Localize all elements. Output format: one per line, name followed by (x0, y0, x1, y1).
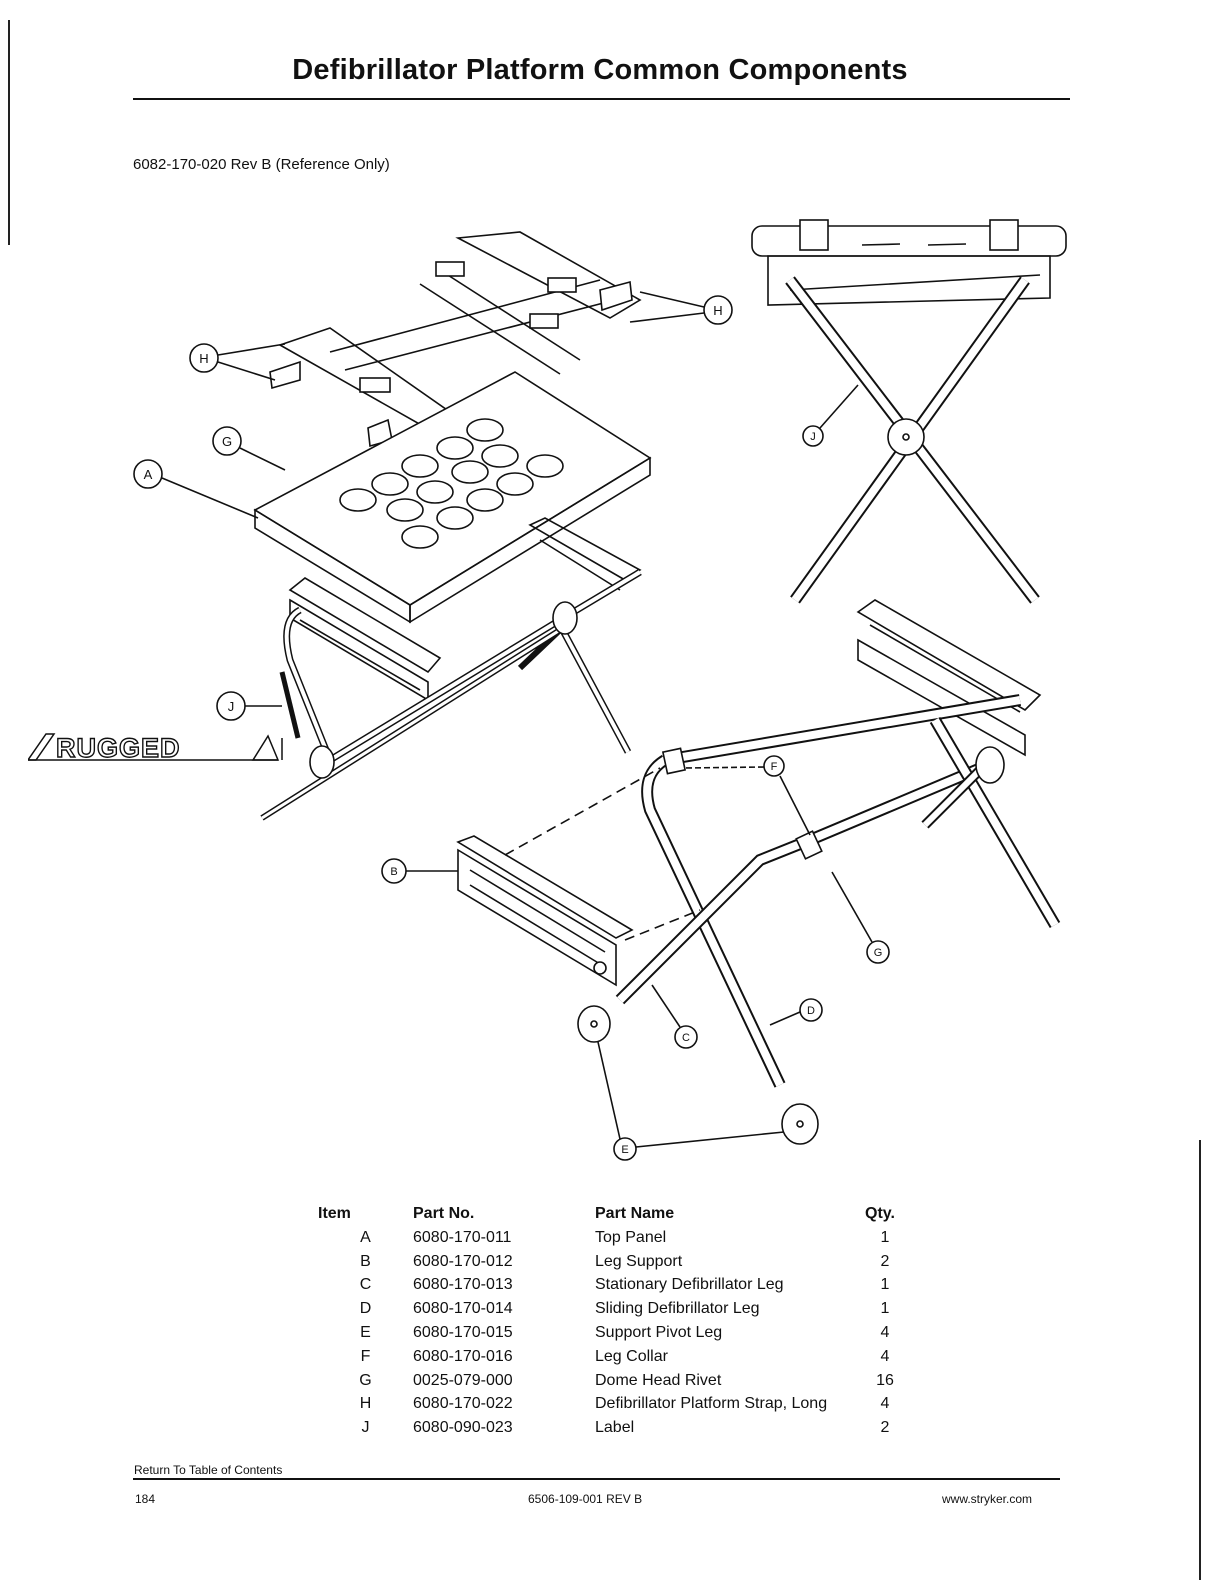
cell-item: J (361, 1419, 370, 1437)
cell-qty: 16 (876, 1371, 894, 1389)
parts-table: Item Part No. Part Name Qty. A 6080-170-… (318, 1202, 905, 1440)
reference-note: 6082-170-020 Rev B (Reference Only) (133, 156, 390, 173)
rugged-label-logo: RUGGED (26, 732, 286, 764)
cell-part-name: Leg Support (595, 1252, 683, 1270)
callout-J-label: J (810, 431, 816, 443)
cell-qty: 1 (880, 1276, 890, 1294)
callout-G-lower: G (831, 871, 890, 964)
header-part-name: Part Name (595, 1205, 675, 1222)
callout-G-upper: G (212, 426, 286, 471)
callout-D: D (769, 998, 823, 1026)
callout-A-label: A (144, 467, 153, 482)
cell-part-name: Sliding Defibrillator Leg (595, 1300, 760, 1318)
callout-H-label: H (713, 303, 722, 318)
table-row: D 6080-170-014 Sliding Defibrillator Leg… (318, 1297, 905, 1321)
callout-E-label: E (621, 1144, 628, 1156)
cell-part-no: 0025-079-000 (413, 1371, 513, 1389)
scan-edge-right (1199, 1140, 1201, 1580)
callout-B-label: B (390, 866, 397, 878)
cell-qty: 2 (880, 1252, 890, 1270)
cell-part-no: 6080-170-012 (413, 1252, 513, 1270)
logo-text: RUGGED (56, 733, 181, 762)
table-row: J 6080-090-023 Label 2 (318, 1416, 905, 1440)
cell-part-no: 6080-170-016 (413, 1347, 513, 1365)
main-leg-frame-drawing (456, 599, 1061, 1145)
table-row: H 6080-170-022 Defibrillator Platform St… (318, 1393, 905, 1417)
callout-F: F (683, 755, 811, 836)
cell-part-no: 6080-170-014 (413, 1300, 513, 1318)
cell-qty: 4 (880, 1347, 890, 1365)
cell-qty: 4 (880, 1324, 890, 1342)
cell-part-no: 6080-170-022 (413, 1395, 513, 1413)
cell-part-name: Defibrillator Platform Strap, Long (595, 1395, 828, 1413)
callout-B: B (381, 858, 458, 884)
callout-A: A (133, 459, 259, 519)
callout-H-label-2: H (199, 351, 208, 366)
parts-table-header: Item Part No. Part Name Qty. (318, 1202, 905, 1226)
cell-part-no: 6080-170-011 (413, 1228, 512, 1246)
website-link[interactable]: www.stryker.com (942, 1492, 1033, 1506)
callout-H-upper: H (629, 291, 733, 325)
left-leg-assembly-drawing (260, 517, 642, 821)
cell-part-name: Dome Head Rivet (595, 1371, 722, 1389)
cell-part-name: Support Pivot Leg (595, 1324, 723, 1342)
callout-J-label-2: J (228, 699, 235, 714)
table-row: E 6080-170-015 Support Pivot Leg 4 (318, 1321, 905, 1345)
scan-edge-left (8, 20, 10, 245)
callout-C-label: C (682, 1032, 690, 1044)
table-row: C 6080-170-013 Stationary Defibrillator … (318, 1274, 905, 1298)
title-divider (133, 98, 1070, 100)
top-panel-drawing (253, 371, 652, 624)
cell-part-name: Label (595, 1419, 635, 1437)
cell-item: C (359, 1276, 372, 1294)
page-title: Defibrillator Platform Common Components (292, 54, 908, 86)
return-to-toc-link[interactable]: Return To Table of Contents (134, 1463, 283, 1477)
header-part-no: Part No. (413, 1205, 475, 1222)
cell-part-name: Leg Collar (595, 1347, 668, 1365)
cell-part-no: 6080-090-023 (413, 1419, 513, 1437)
header-qty: Qty. (865, 1205, 895, 1222)
table-row: G 0025-079-000 Dome Head Rivet 16 (318, 1369, 905, 1393)
callout-G-label-2: G (874, 947, 883, 959)
cell-item: D (359, 1300, 372, 1318)
document-number: 6506-109-001 REV B (528, 1492, 643, 1506)
table-row: A 6080-170-011 Top Panel 1 (318, 1226, 905, 1250)
cell-item: H (359, 1395, 372, 1413)
cell-qty: 2 (880, 1419, 890, 1437)
table-row: F 6080-170-016 Leg Collar 4 (318, 1345, 905, 1369)
strap-assembly-drawing (269, 231, 642, 448)
table-row: B 6080-170-012 Leg Support 2 (318, 1250, 905, 1274)
callout-J-lower: J (216, 691, 282, 721)
cell-qty: 1 (880, 1228, 890, 1246)
cell-item: E (360, 1324, 371, 1342)
cell-qty: 1 (880, 1300, 890, 1318)
cell-part-name: Top Panel (595, 1228, 667, 1246)
cell-part-no: 6080-170-013 (413, 1276, 513, 1294)
header-item: Item (318, 1205, 351, 1222)
cell-item: F (360, 1347, 371, 1365)
callout-E: E (597, 1041, 785, 1161)
callout-G-label: G (222, 434, 232, 449)
cell-item: B (360, 1252, 371, 1270)
cell-part-name: Stationary Defibrillator Leg (595, 1276, 784, 1294)
callout-H-lower: H (189, 343, 286, 381)
cell-item: G (359, 1371, 372, 1389)
cell-part-no: 6080-170-015 (413, 1324, 513, 1342)
folded-stand-drawing (751, 219, 1067, 604)
exploded-assembly-diagram: H H G A J J F B G (0, 190, 1222, 1180)
callout-D-label: D (807, 1005, 815, 1017)
callout-J-upper: J (802, 384, 859, 447)
callout-C: C (651, 984, 698, 1049)
callout-F-label: F (771, 761, 778, 773)
page-number: 184 (135, 1492, 156, 1506)
cell-qty: 4 (880, 1395, 890, 1413)
footer-divider (133, 1478, 1060, 1480)
cell-item: A (360, 1228, 371, 1246)
